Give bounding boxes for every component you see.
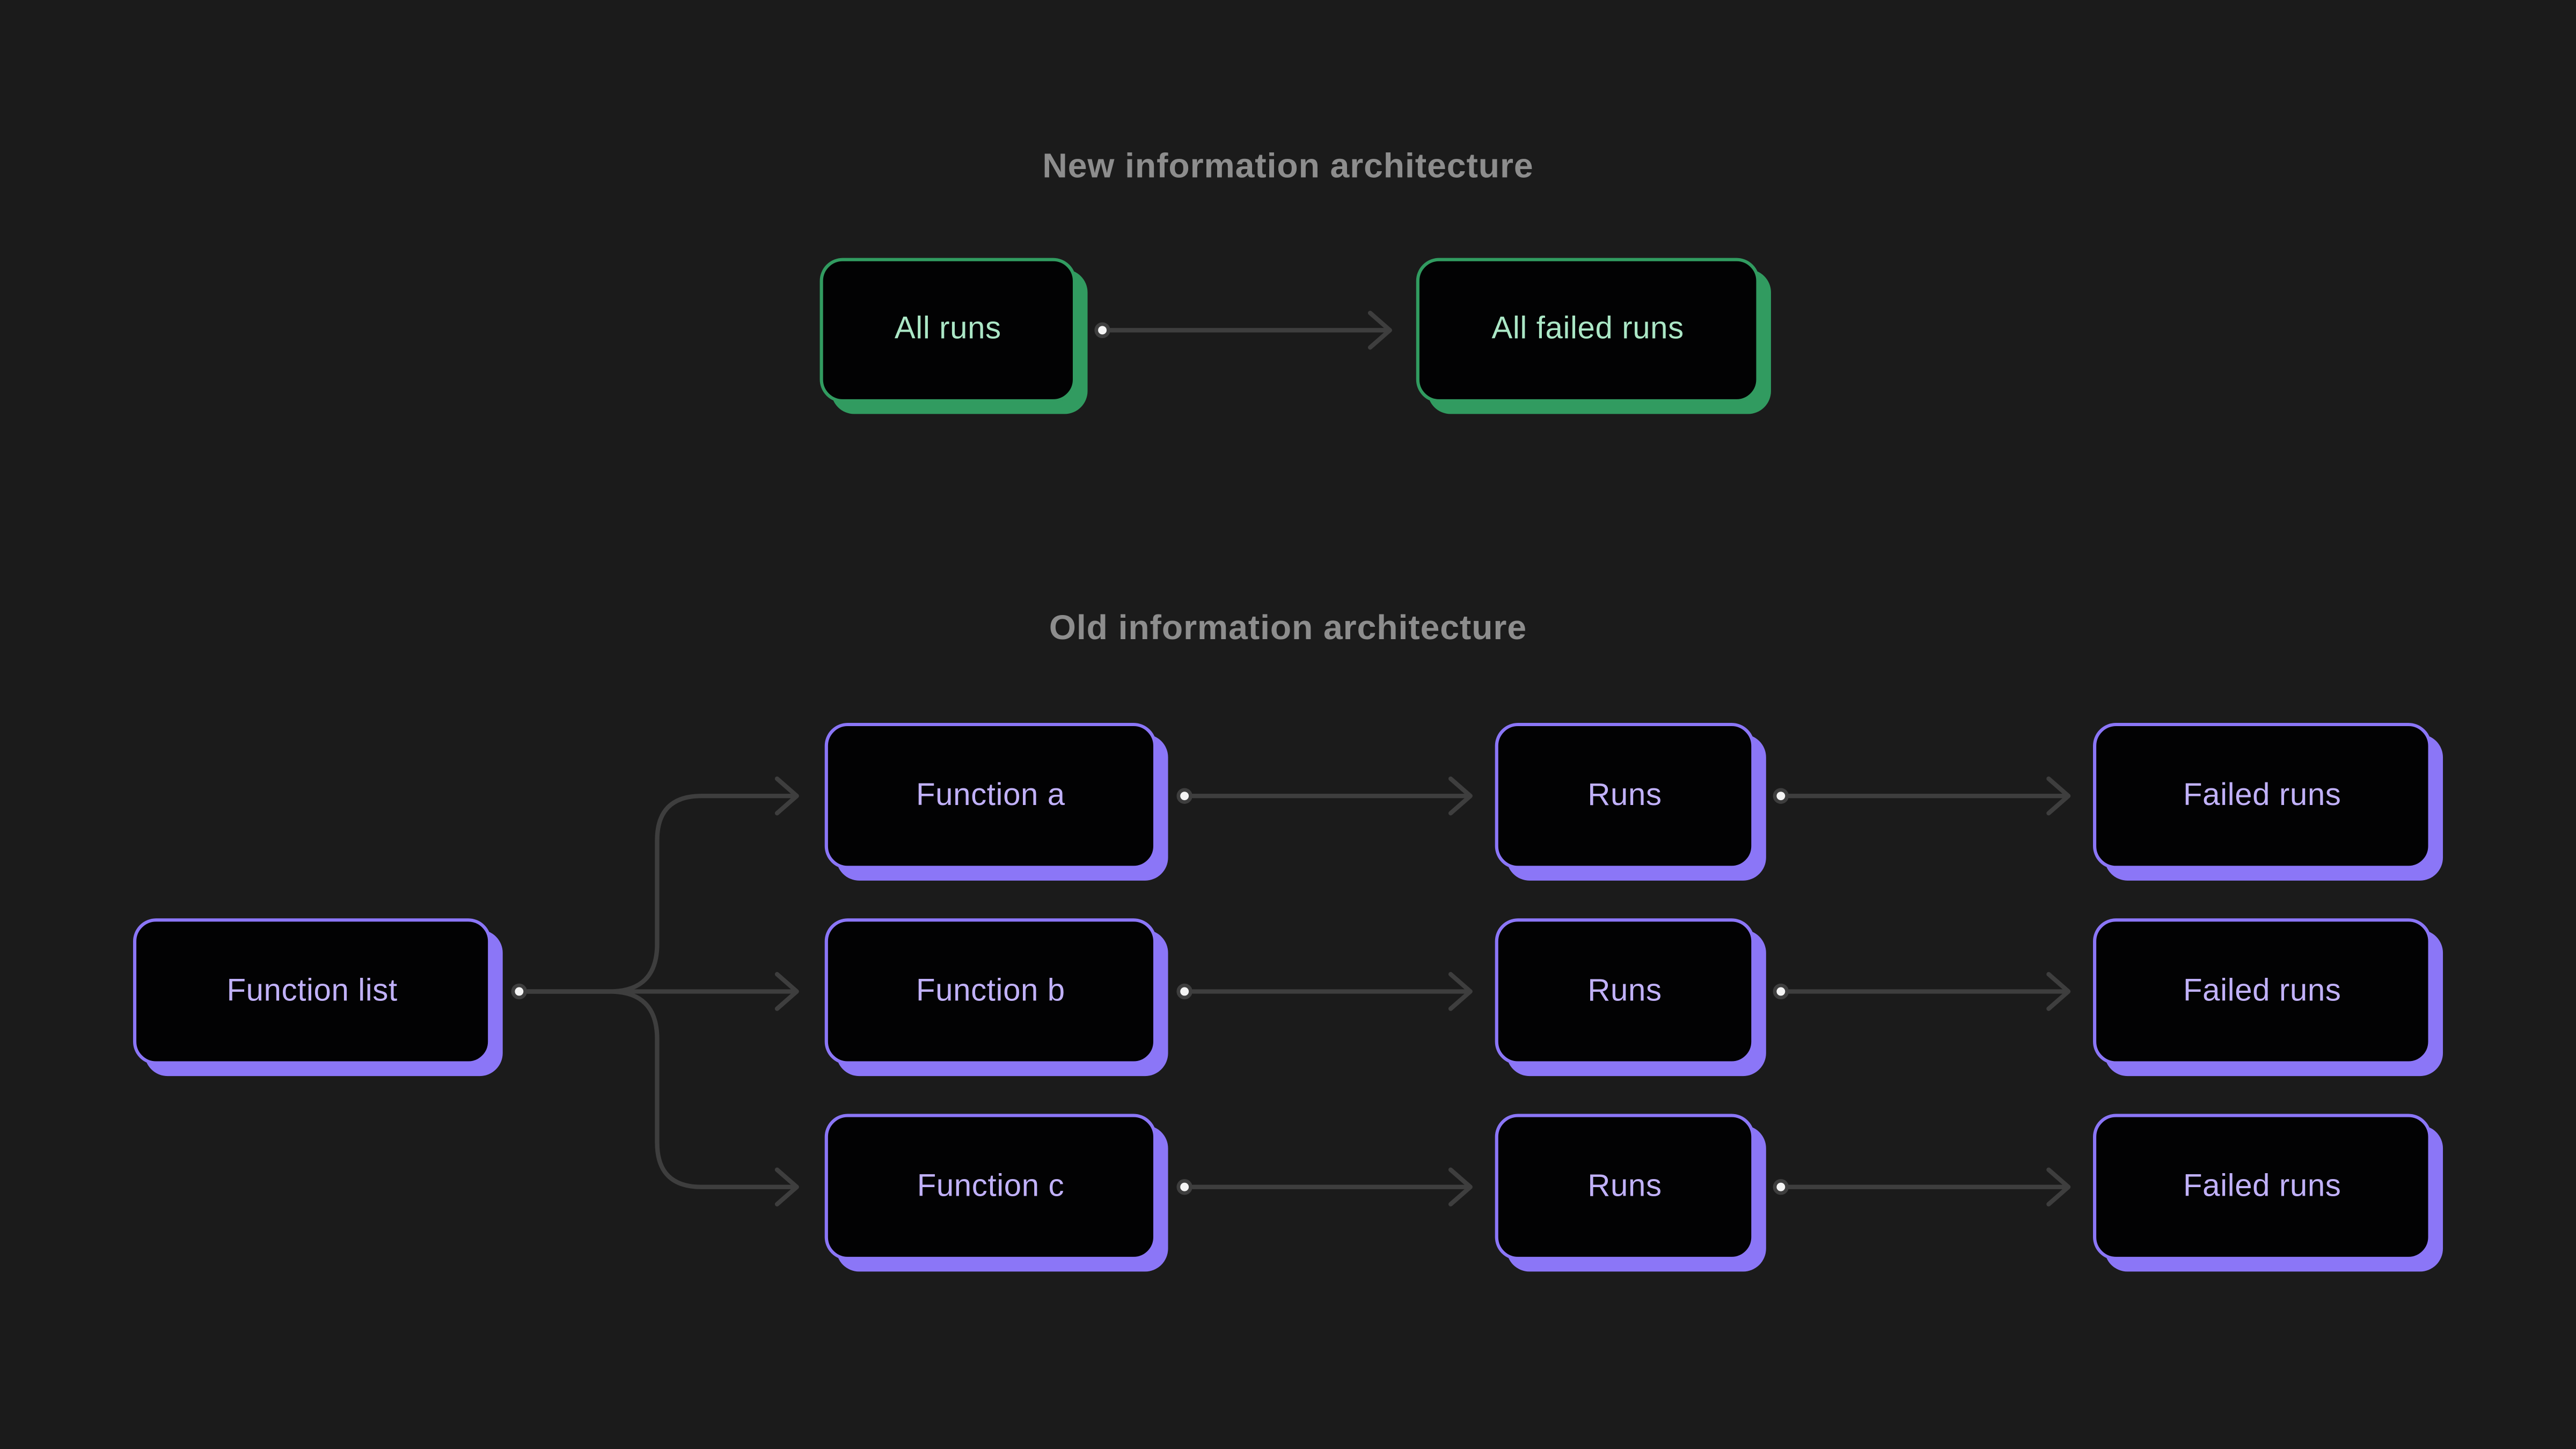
arrow-function-list-to-function-b — [525, 972, 799, 1011]
connector-dot-icon — [1094, 322, 1110, 339]
connector-dot-icon — [1176, 788, 1192, 804]
node-runs-c: Runs — [1495, 1114, 1755, 1260]
connector-dot-icon — [1773, 1179, 1789, 1195]
arrowhead-icon — [2046, 776, 2071, 816]
node-runs-a: Runs — [1495, 722, 1755, 869]
node-function-b: Function b — [824, 918, 1157, 1065]
connector-dot-icon — [1176, 1179, 1192, 1195]
node-all-failed-runs: All failed runs — [1416, 258, 1760, 402]
arrow-runs-to-failed-runs-c — [1773, 1167, 2071, 1207]
arrow-function-b-to-runs — [1176, 972, 1473, 1011]
arrow-function-c-to-runs — [1176, 1167, 1473, 1207]
arrowhead-icon — [774, 1167, 799, 1207]
arrowhead-icon — [774, 972, 799, 1011]
arrow-runs-to-failed-runs-a — [1773, 776, 2071, 816]
arrowhead-icon — [1448, 972, 1473, 1011]
new-architecture-title: New information architecture — [1042, 148, 1534, 186]
arrowhead-icon — [1448, 776, 1473, 816]
old-architecture-title: Old information architecture — [1049, 609, 1527, 648]
arrowhead-icon — [774, 776, 799, 816]
node-function-list: Function list — [133, 918, 492, 1065]
connector-dot-icon — [1176, 983, 1192, 1000]
connector-dot-icon — [1773, 983, 1789, 1000]
arrowhead-icon — [2046, 1167, 2071, 1207]
arrowhead-icon — [2046, 972, 2071, 1011]
node-function-c: Function c — [824, 1114, 1157, 1260]
arrow-all-runs-to-all-failed-runs — [1094, 311, 1392, 350]
node-failed-runs-b: Failed runs — [2093, 918, 2432, 1065]
node-runs-b: Runs — [1495, 918, 1755, 1065]
arrowhead-icon — [1448, 1167, 1473, 1207]
node-function-a: Function a — [824, 722, 1157, 869]
arrowhead-icon — [1367, 311, 1392, 350]
arrow-runs-to-failed-runs-b — [1773, 972, 2071, 1011]
node-all-runs: All runs — [819, 258, 1077, 402]
node-failed-runs-c: Failed runs — [2093, 1114, 2432, 1260]
connector-dot-icon — [1773, 788, 1789, 804]
arrow-function-list-to-function-c — [511, 983, 799, 1207]
arrow-function-a-to-runs — [1176, 776, 1473, 816]
node-failed-runs-a: Failed runs — [2093, 722, 2432, 869]
arrow-function-list-to-function-a — [525, 776, 799, 994]
connector-dot-icon — [511, 983, 528, 1000]
